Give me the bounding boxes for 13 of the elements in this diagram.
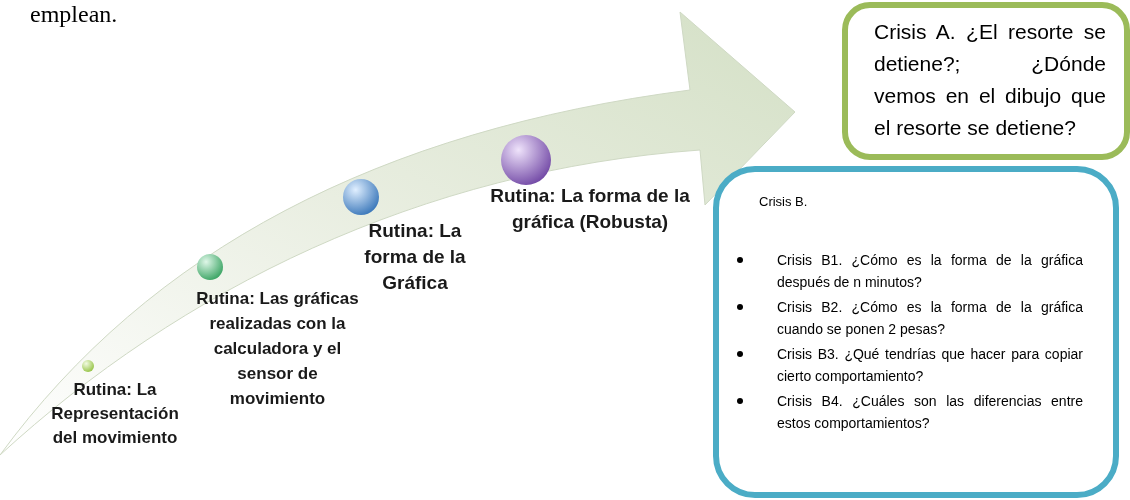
question-text: Crisis B2. ¿Cómo es la forma de la gráfica cuando se ponen 2 pesas? — [777, 298, 1083, 339]
box-heading: Crisis B. — [759, 193, 808, 211]
question-text: Crisis B3. ¿Qué tendrías que hacer para copiar cierto comportamiento? — [777, 345, 1083, 386]
stage-label: Rutina: Las gráficas realizadas con la calculadora y el sensor de movimiento — [195, 288, 360, 410]
stage-label: Rutina: La forma de la gráfica (Robusta) — [490, 184, 690, 234]
callout-box — [842, 2, 1130, 160]
question-text: Crisis A. ¿El resorte se detiene?; ¿Dónde vemos en el dibujo que el resorte se detiene? — [874, 19, 1106, 141]
body-text: emplean. — [30, 0, 119, 28]
question-text: Crisis B1. ¿Cómo es la forma de la gráfica después de n minutos? — [777, 251, 1083, 292]
callout-box — [713, 166, 1119, 498]
question-text: Crisis B4. ¿Cuáles son las diferencias entre estos comportamientos? — [777, 392, 1083, 433]
stage-label: Rutina: La Representación del movimiento — [50, 379, 180, 449]
stage-label: Rutina: La forma de la Gráfica — [363, 219, 467, 295]
